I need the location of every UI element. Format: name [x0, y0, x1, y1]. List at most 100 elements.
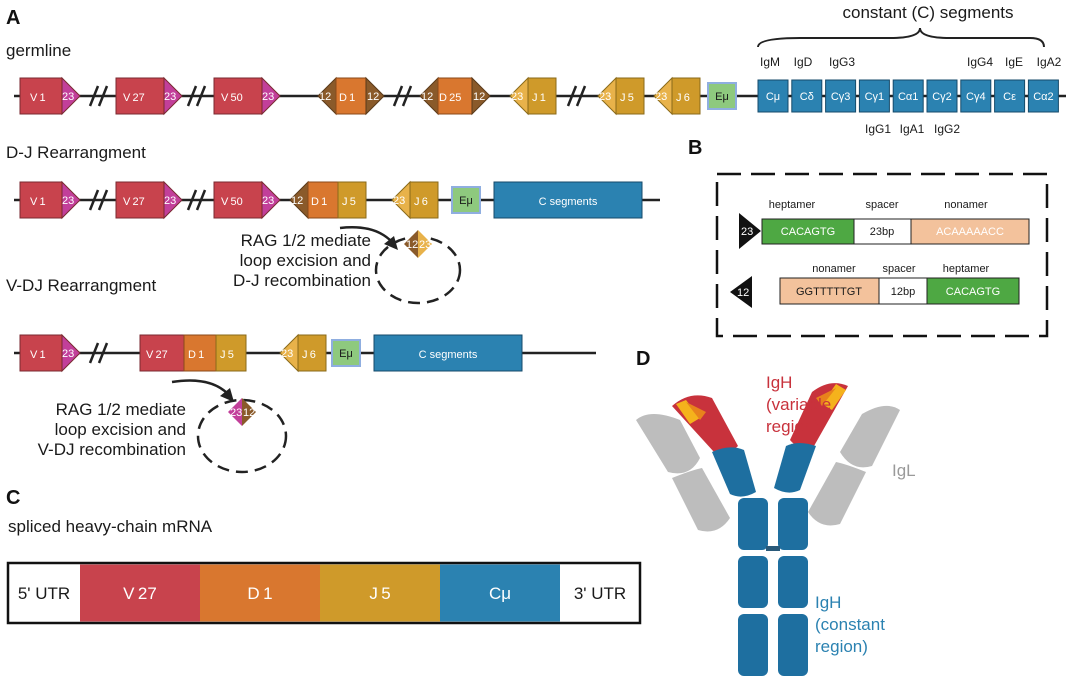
- mrna-dh1: D 1: [247, 584, 272, 603]
- heavy-variable-left: [672, 395, 738, 454]
- rss12-label-spacer: spacer: [882, 263, 915, 275]
- germline-j1: 23 J 1: [509, 76, 557, 116]
- mrna-5utr: 5' UTR: [18, 584, 70, 603]
- break-mark: [186, 189, 207, 211]
- loop-rss-left: 23: [230, 407, 242, 419]
- rss23-seq-nonamer: ACAAAAACC: [936, 226, 1004, 238]
- rss12-label: 12: [291, 195, 303, 207]
- loop-rss-left: 12: [406, 239, 418, 251]
- j6-label: J 6: [414, 196, 428, 208]
- dj-note-line1: RAG 1/2 mediate: [241, 231, 371, 250]
- emu-label: Eμ: [715, 91, 729, 103]
- constant-box: [1027, 79, 1059, 113]
- vdj-note-line1: RAG 1/2 mediate: [56, 400, 186, 419]
- rss12-label-nonamer: nonamer: [812, 263, 856, 275]
- heavy-variable-right: [790, 383, 848, 448]
- rss23-seq-spacer: 23bp: [870, 226, 894, 238]
- vdj-note: RAG 1/2 mediate loop excision and V-DJ r…: [38, 400, 186, 459]
- rss23-label-heptamer: heptamer: [769, 199, 816, 211]
- isotypes-bottom: IgG1 IgA1 IgG2: [865, 122, 960, 136]
- rss12-label: 12: [367, 91, 379, 103]
- rss12-label: 12: [421, 91, 433, 103]
- rss23-label: 23: [62, 91, 74, 103]
- dj-note: RAG 1/2 mediate loop excision and D-J re…: [233, 231, 371, 290]
- break-mark: [392, 85, 413, 107]
- germline-j5: 23 J 5: [597, 76, 645, 116]
- dj-v50: V 50 23: [213, 180, 281, 220]
- rss23-label: 23: [62, 348, 74, 360]
- germline-d1: 12 D 1 12: [317, 76, 385, 116]
- constant-box: [858, 79, 890, 113]
- panel-label-c: C: [6, 487, 20, 509]
- germline-v50: V 50 23: [213, 76, 281, 116]
- v1-label: V 1: [30, 92, 46, 104]
- dj-note-line3: D-J recombination: [233, 271, 371, 290]
- dj-rearrangement-label: D-J Rearrangment: [6, 143, 146, 162]
- germline-j6: 23 J 6: [653, 76, 701, 116]
- heavy-constant-stem: [738, 498, 808, 676]
- antibody-illustration: IgH (variable region) IgL IgH (constant …: [636, 373, 916, 676]
- constant-box: [825, 79, 857, 113]
- germline-label: germline: [6, 41, 71, 60]
- rss12-seq-nonamer: GGTTTTTGT: [796, 286, 862, 298]
- break-mark: [88, 189, 109, 211]
- dj-arrow: [339, 226, 393, 243]
- emu-label: Eμ: [459, 195, 473, 207]
- mrna-3utr: 3' UTR: [574, 584, 626, 603]
- igl-label: IgL: [892, 461, 916, 480]
- vdj-note-line3: V-DJ recombination: [38, 440, 186, 459]
- isotype-igg4: IgG4: [967, 55, 993, 69]
- panel-label-d: D: [636, 348, 650, 370]
- vdj-emu: Eμ: [331, 339, 361, 367]
- constant-box: [791, 79, 823, 113]
- rss12-seq-heptamer: CACAGTG: [946, 286, 1000, 298]
- rss23-seq-heptamer: CACAGTG: [781, 226, 835, 238]
- d1-label: D 1: [188, 349, 204, 361]
- dj-v1: V 1 23: [19, 180, 81, 220]
- rss23-label: 23: [655, 91, 667, 103]
- panel-label-a: A: [6, 7, 20, 29]
- j6-label: J 6: [302, 349, 316, 361]
- igh-variable-line2: (variable: [766, 395, 831, 414]
- heavy-ch1-right: [774, 443, 816, 493]
- igh-constant-line1: IgH: [815, 593, 841, 612]
- vdj-v1: V 1 23: [19, 333, 81, 373]
- dj-emu: Eμ: [451, 186, 481, 214]
- germline-v1: V 1 23: [19, 76, 81, 116]
- heavy-ch1-left: [712, 447, 756, 497]
- c-segments-label: C segments: [539, 196, 598, 208]
- constant-box-label: Cγ4: [966, 91, 986, 103]
- v27-label: V 27: [123, 196, 145, 208]
- constant-box-label: Cε: [1003, 91, 1016, 103]
- v1-label: V 1: [30, 349, 46, 361]
- vdj-v27-d1-j5: V 27 D 1 J 5: [139, 334, 247, 372]
- rss23-row: heptamer spacer nonamer 23 CACAGTG 23bp …: [739, 199, 1030, 249]
- mrna-cmu: Cμ: [489, 584, 511, 603]
- d1-label: D 1: [311, 196, 327, 208]
- v1-label: V 1: [30, 196, 46, 208]
- c-segments-label: C segments: [419, 349, 478, 361]
- germline-v27: V 27 23: [115, 76, 183, 116]
- j1-label: J 1: [532, 92, 546, 104]
- vdj-note-line2: loop excision and: [55, 420, 186, 439]
- igh-constant-line3: region): [815, 637, 868, 656]
- constant-box-label: Cα2: [1033, 91, 1053, 103]
- rss12-row: nonamer spacer heptamer 12 GGTTTTTGT 12b…: [730, 263, 1020, 308]
- rss23-triangle-label: 23: [741, 226, 753, 238]
- mrna-title: spliced heavy-chain mRNA: [8, 517, 213, 536]
- rss12-label-heptamer: heptamer: [943, 263, 990, 275]
- isotype-igg2: IgG2: [934, 122, 960, 136]
- isotype-igg1: IgG1: [865, 122, 891, 136]
- d1-label: D 1: [339, 92, 355, 104]
- vdj-excision-loop: [196, 398, 288, 474]
- dj-arrow-head: [384, 236, 398, 250]
- constant-box-label: Cγ3: [831, 91, 851, 103]
- rss23-label: 23: [164, 195, 176, 207]
- igh-variable-line1: IgH: [766, 373, 792, 392]
- isotype-igd: IgD: [794, 55, 813, 69]
- vdj-loop-rss: 23 12: [228, 398, 256, 426]
- dj-c-segments: C segments: [493, 181, 643, 219]
- light-chain-left: [636, 414, 730, 532]
- isotype-ige: IgE: [1005, 55, 1023, 69]
